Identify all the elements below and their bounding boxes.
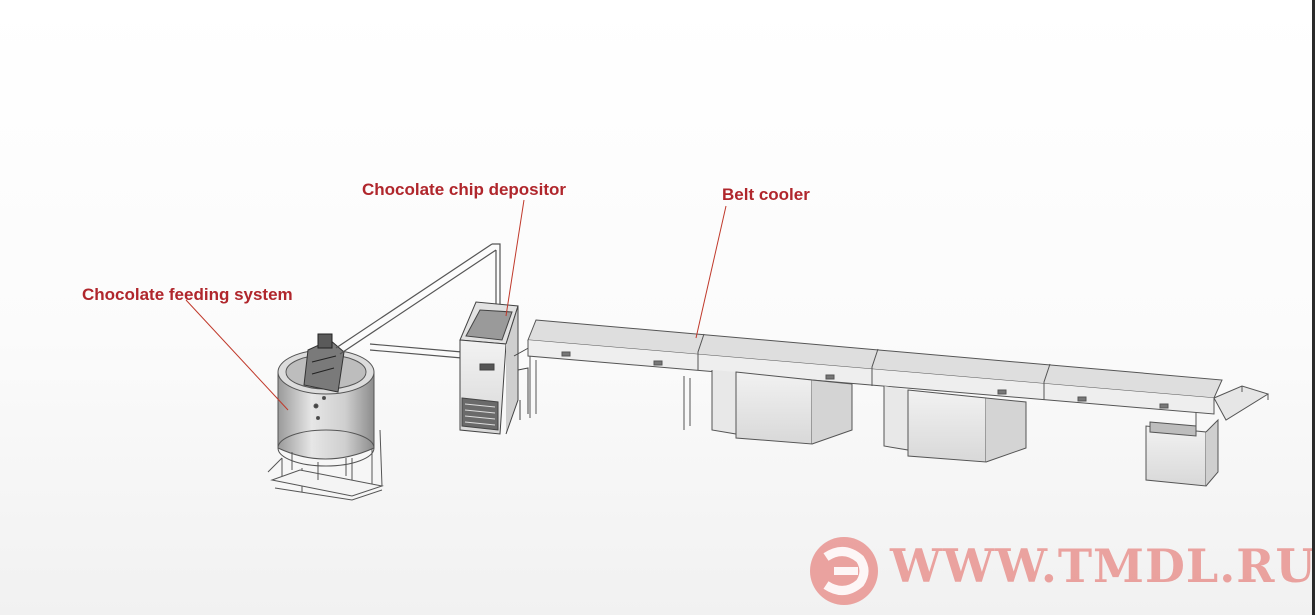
watermark-text: WWW.TMDL.RU bbox=[890, 539, 1315, 593]
watermark: WWW.TMDL.RU bbox=[806, 533, 1315, 609]
leader-feeding bbox=[185, 299, 289, 411]
label-chocolate-chip-depositor: Chocolate chip depositor bbox=[362, 180, 567, 199]
label-belt-cooler: Belt cooler bbox=[722, 185, 810, 204]
watermark-logo-icon bbox=[810, 537, 878, 605]
right-edge-border bbox=[1312, 0, 1315, 615]
leader-lines bbox=[185, 199, 727, 411]
label-chocolate-feeding-system: Chocolate feeding system bbox=[82, 285, 293, 304]
belt-cooler bbox=[527, 319, 1270, 487]
leader-depositor bbox=[505, 199, 525, 317]
feeding-tank bbox=[267, 333, 384, 501]
feed-pipes bbox=[335, 243, 501, 359]
chip-depositor bbox=[459, 301, 533, 435]
leader-cooler bbox=[695, 205, 727, 339]
